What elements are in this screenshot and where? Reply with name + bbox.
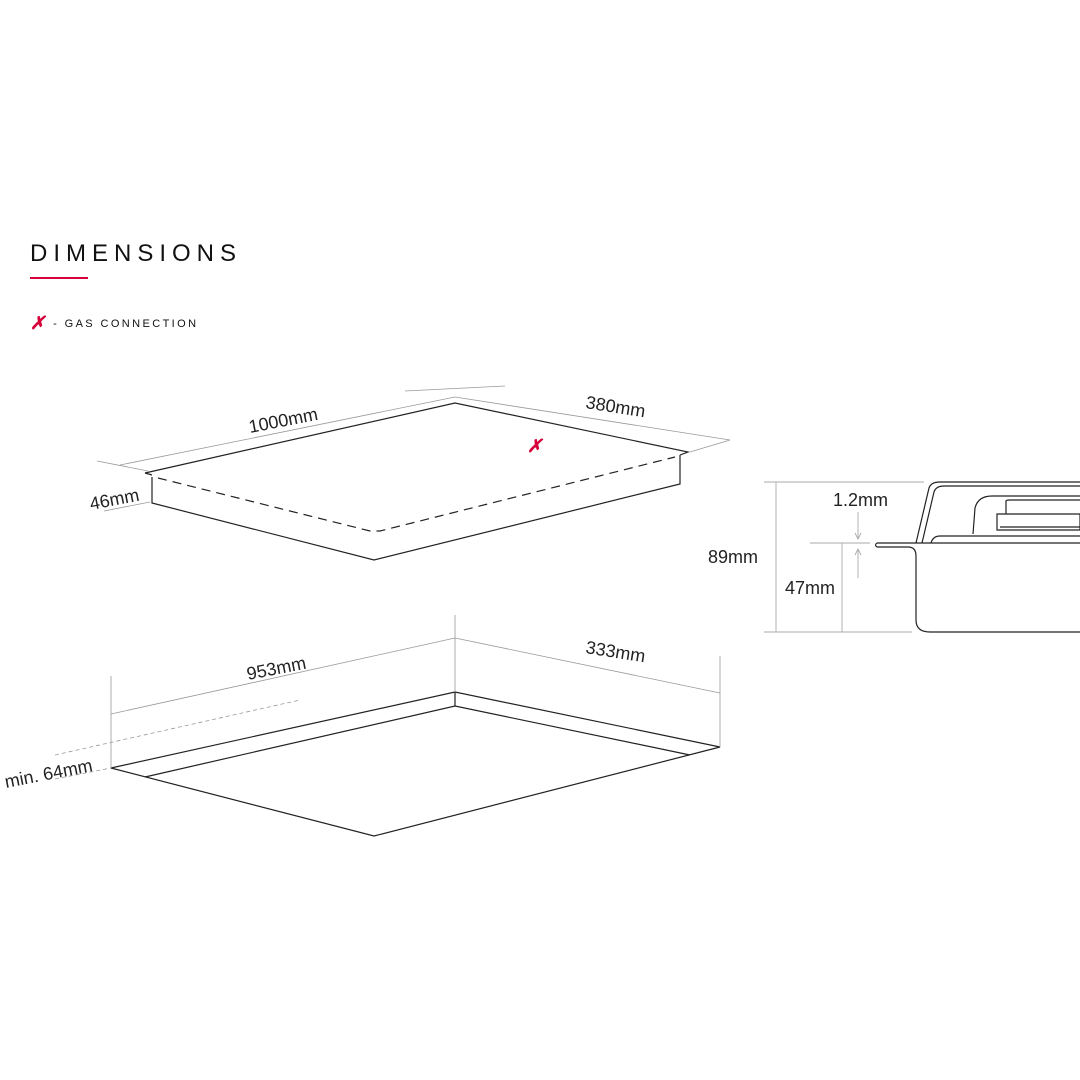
page-title: DIMENSIONS — [30, 240, 243, 267]
hob-depth-label: 380mm — [584, 392, 646, 421]
legend: ✗ - GAS CONNECTION — [30, 313, 198, 334]
gas-connection-icon: ✗ — [527, 436, 544, 456]
cutout-depth-label: 333mm — [584, 637, 646, 666]
side-profile-drawing — [874, 481, 1080, 633]
side-dimension-lines — [764, 481, 924, 633]
cutout-width-label: 953mm — [245, 653, 308, 684]
cutout-dimension-lines — [54, 615, 721, 780]
hob-drawing — [144, 402, 691, 561]
hob-dimension-lines — [96, 385, 731, 512]
side-body-height-label: 47mm — [785, 578, 835, 598]
side-glass-thickness-label: 1.2mm — [833, 490, 888, 510]
side-total-height-label: 89mm — [708, 547, 758, 567]
legend-text: - GAS CONNECTION — [53, 317, 199, 330]
title-underline — [30, 277, 88, 279]
cutout-clearance-label: min. 64mm — [3, 755, 94, 792]
hob-height-label: 46mm — [88, 485, 141, 514]
gas-connection-marker-icon: ✗ — [30, 313, 46, 333]
cutout-drawing — [110, 691, 721, 837]
